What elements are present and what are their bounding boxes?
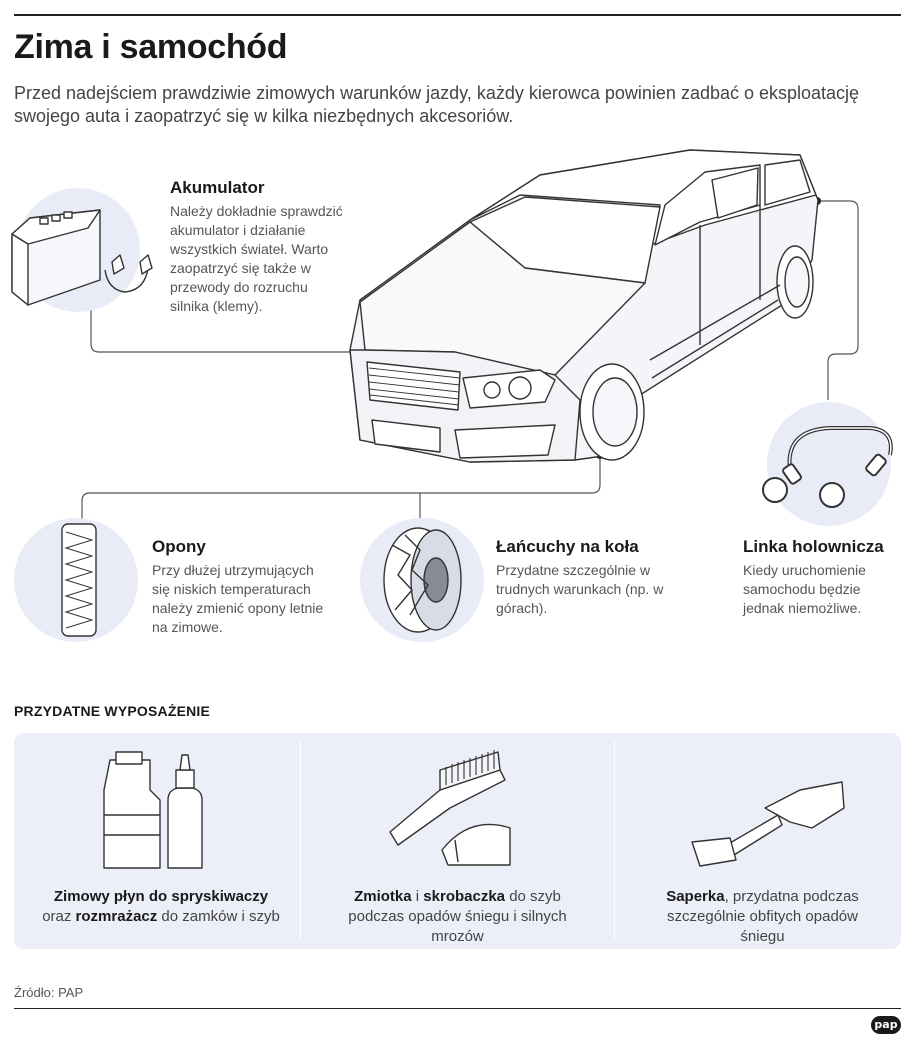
connector-lines — [81, 200, 859, 520]
tow-block: Linka holownicza Kiedy uruchomienie samo… — [743, 537, 903, 618]
battery-icon — [11, 209, 153, 306]
top-rule — [14, 14, 901, 16]
tow-circle — [767, 402, 891, 526]
tow-title: Linka holownicza — [743, 537, 884, 556]
tires-title: Opony — [152, 537, 206, 556]
tow-rope-icon — [762, 426, 893, 508]
shovel-text1: , przydatna podczas szczególnie obfitych… — [667, 888, 859, 945]
equipment-divider — [614, 740, 615, 940]
shovel-bold1: Saperka — [666, 888, 725, 905]
shovel-caption: Saperka, przydatna podczas szczególnie o… — [650, 887, 875, 947]
chains-title: Łańcuchy na koła — [496, 537, 639, 556]
washer-bold1: Zimowy płyn do spryskiwaczy — [53, 888, 269, 905]
page-title: Zima i samochód — [14, 28, 288, 66]
chain-wheel-icon — [383, 527, 462, 633]
bottom-rule — [14, 1008, 901, 1009]
brush-bold1: Zmiotka — [354, 888, 412, 905]
washer-text2: do zamków i szyb — [161, 908, 280, 925]
battery-text: Należy dokładnie sprawdzić akumulator i … — [170, 203, 343, 314]
chains-block: Łańcuchy na koła Przydatne szczególnie w… — [496, 537, 666, 618]
washer-caption: Zimowy płyn do spryskiwaczy oraz rozmraż… — [26, 887, 296, 927]
tow-text: Kiedy uruchomienie samochodu będzie jedn… — [743, 562, 866, 616]
battery-block: Akumulator Należy dokładnie sprawdzić ak… — [170, 178, 350, 316]
brush-bold2: skrobaczka — [423, 888, 506, 905]
brush-text2: do szyb podczas opadów śniegu i silnych … — [348, 888, 567, 945]
brush-text1: i — [415, 888, 420, 905]
battery-title: Akumulator — [170, 178, 265, 197]
equipment-section-title: PRZYDATNE WYPOSAŻENIE — [14, 703, 211, 719]
car-icon — [349, 149, 819, 463]
washer-text1: oraz — [42, 908, 72, 925]
tire-icon — [61, 523, 97, 637]
brush-caption: Zmiotka i skrobaczka do szyb podczas opa… — [330, 887, 585, 947]
chains-text: Przydatne szczególnie w trudnych warunka… — [496, 562, 664, 616]
washer-bold2: rozmrażacz — [75, 908, 158, 925]
equipment-divider — [300, 740, 301, 940]
tires-text: Przy dłużej utrzymujących się niskich te… — [152, 562, 324, 635]
tires-block: Opony Przy dłużej utrzymujących się nisk… — [152, 537, 334, 637]
intro-text: Przed nadejściem prawdziwie zimowych war… — [14, 83, 860, 126]
pap-logo: pap — [871, 1016, 901, 1034]
source-text: Źródło: PAP — [14, 985, 84, 1000]
